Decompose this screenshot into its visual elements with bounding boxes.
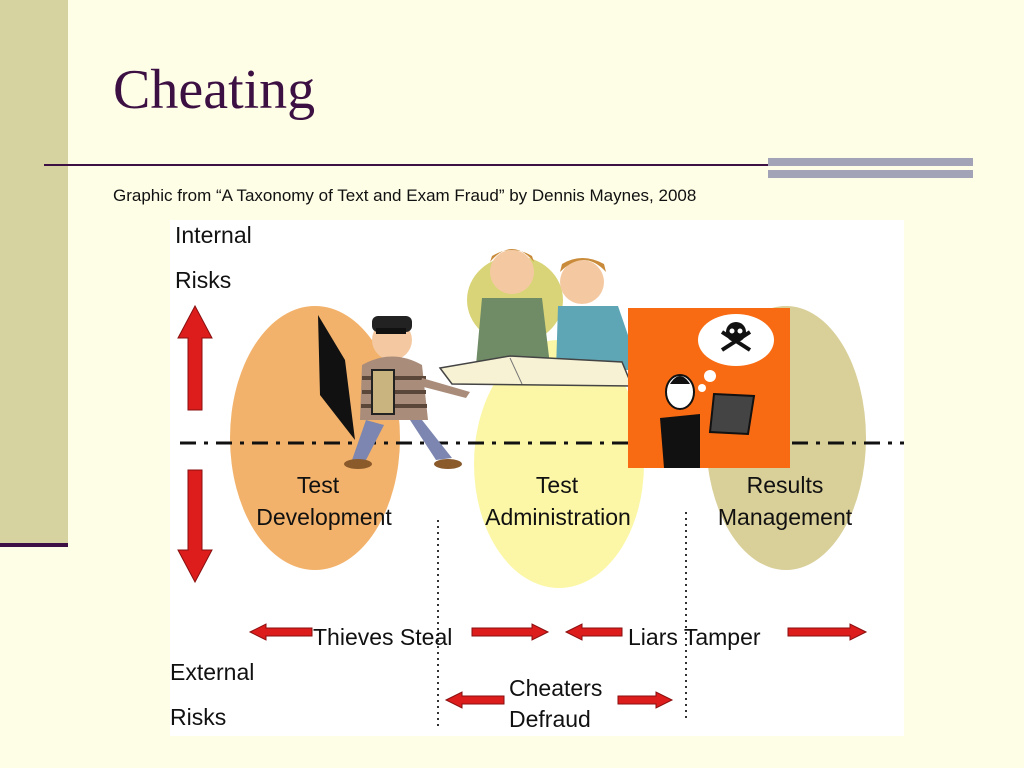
stage-results-line2: Management	[718, 504, 853, 530]
title-rule	[44, 164, 768, 166]
slide-title: Cheating	[113, 59, 316, 121]
fraud-taxonomy-figure: Internal Risks External Risks Test Devel…	[170, 220, 904, 736]
external-down-arrow-icon	[177, 469, 213, 584]
left-decor-line	[0, 543, 68, 547]
cheaters-label-line2: Defraud	[509, 706, 591, 732]
thief-illustration	[318, 315, 470, 469]
cheaters-label-line1: Cheaters	[509, 675, 602, 701]
stage-results-line1: Results	[747, 472, 824, 498]
stage-administration-line2: Administration	[485, 504, 631, 530]
title-rule-accent-bottom	[768, 170, 973, 178]
stage-ellipse-development	[230, 306, 400, 570]
external-label-line2: Risks	[170, 704, 226, 730]
liars-right-arrow-icon	[787, 623, 868, 641]
thieves-steal-label: Thieves Steal	[313, 624, 452, 650]
stage-ellipse-administration	[474, 340, 644, 588]
internal-up-arrow-icon	[177, 304, 213, 411]
figure-caption: Graphic from “A Taxonomy of Text and Exa…	[113, 186, 697, 205]
hacker-illustration	[628, 308, 790, 468]
title-rule-accent-top	[768, 158, 973, 166]
internal-label-line1: Internal	[175, 222, 252, 248]
cheaters-right-arrow-icon	[617, 691, 674, 709]
skull-crossbones-icon	[720, 322, 752, 352]
thieves-left-arrow-icon	[248, 623, 313, 641]
liars-left-arrow-icon	[564, 623, 623, 641]
left-decor-band	[0, 0, 68, 545]
internal-label-line2: Risks	[175, 267, 231, 293]
proctors-illustration	[438, 249, 640, 387]
thieves-right-arrow-icon	[471, 623, 550, 641]
stage-development-line1: Test	[297, 472, 340, 498]
external-label-line1: External	[170, 659, 254, 685]
liars-tamper-label: Liars Tamper	[628, 624, 761, 650]
stage-development-line2: Development	[256, 504, 392, 530]
stage-administration-line1: Test	[536, 472, 579, 498]
cheaters-left-arrow-icon	[444, 691, 505, 709]
